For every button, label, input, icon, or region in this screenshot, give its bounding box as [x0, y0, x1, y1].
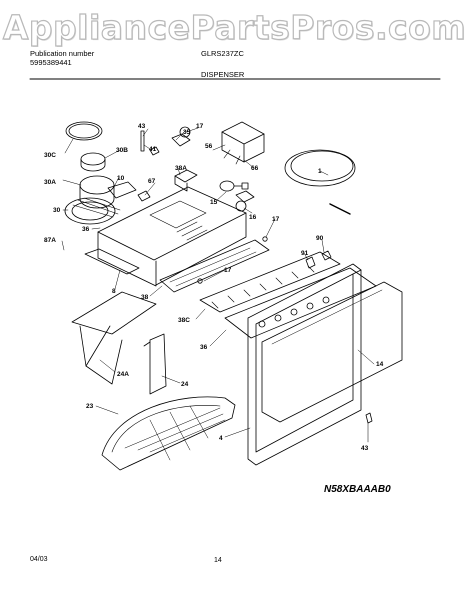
light-bulb-part — [219, 180, 255, 212]
callout-4: 4 — [219, 435, 223, 442]
callout-10: 10 — [117, 175, 125, 182]
callout-labels: 43 17 35 30C 30B 41 56 30A 10 67 38A 66 … — [44, 123, 384, 452]
circuit-board-part — [159, 239, 270, 293]
ice-chute-drum-part — [79, 175, 115, 209]
screw-43-part — [365, 412, 373, 424]
callout-1: 1 — [318, 168, 322, 175]
actuator-part — [107, 181, 137, 199]
control-module-part — [221, 121, 265, 165]
section-title: DISPENSER — [201, 70, 245, 79]
ring-gasket-part — [65, 121, 103, 141]
callout-23: 23 — [86, 403, 94, 410]
dispenser-frame-part — [247, 263, 362, 466]
clip-part — [149, 146, 160, 156]
callout-30c: 30C — [44, 152, 56, 159]
callout-30b: 30B — [116, 147, 128, 154]
callout-30a: 30A — [44, 179, 56, 186]
callout-30: 30 — [53, 207, 61, 214]
callout-8: 8 — [112, 288, 116, 295]
callout-67: 67 — [148, 178, 156, 185]
screw-17a-part — [262, 236, 268, 242]
watermark-logo: AppliancePartsPros.com — [2, 7, 467, 47]
chute-flange-part — [64, 197, 121, 225]
callout-24a: 24A — [117, 371, 129, 378]
drip-tray-part — [101, 396, 236, 471]
callout-90: 90 — [316, 235, 324, 242]
water-tube-part — [284, 149, 356, 215]
chute-door-part — [143, 333, 167, 395]
model-number: GLRS237ZC — [201, 49, 244, 58]
callout-38c: 38C — [178, 317, 190, 324]
callout-24: 24 — [181, 381, 189, 388]
callout-66: 66 — [251, 165, 259, 172]
ice-funnel-part — [71, 291, 157, 385]
lever-part — [321, 250, 332, 261]
callout-41: 41 — [149, 146, 157, 153]
switch-strip-part — [199, 251, 341, 313]
callout-87a: 87A — [44, 237, 56, 244]
footer-date: 04/03 — [30, 556, 48, 563]
switch-part — [171, 126, 198, 192]
callout-14: 14 — [376, 361, 384, 368]
diagram-code: N58XBAAAB0 — [324, 484, 391, 495]
callout-16: 16 — [249, 214, 257, 221]
bracket-part — [137, 190, 151, 202]
spring-part — [305, 256, 316, 269]
callout-36-left: 36 — [82, 226, 90, 233]
publication-label: Publication number — [30, 49, 95, 58]
callout-91: 91 — [301, 250, 309, 257]
footer-page-number: 14 — [214, 557, 222, 564]
callout-36-bottom: 36 — [200, 344, 208, 351]
publication-number: 5995389441 — [30, 58, 72, 67]
callout-17-right: 17 — [272, 216, 280, 223]
cap-part — [80, 152, 106, 172]
callout-15: 15 — [210, 199, 218, 206]
screw-17b-part — [197, 278, 203, 284]
callout-17-top: 17 — [196, 123, 204, 130]
leader-lines — [61, 127, 375, 443]
callout-56: 56 — [205, 143, 213, 150]
dispenser-housing-part — [84, 186, 247, 287]
screw-part — [140, 130, 145, 152]
callout-35: 35 — [183, 129, 191, 136]
callout-38: 38 — [141, 294, 149, 301]
callout-43-top: 43 — [138, 123, 146, 130]
callout-38a: 38A — [175, 165, 187, 172]
callout-17-mid: 17 — [224, 267, 232, 274]
callout-43-bottom: 43 — [361, 445, 369, 452]
panel-overlay-part — [261, 281, 403, 423]
